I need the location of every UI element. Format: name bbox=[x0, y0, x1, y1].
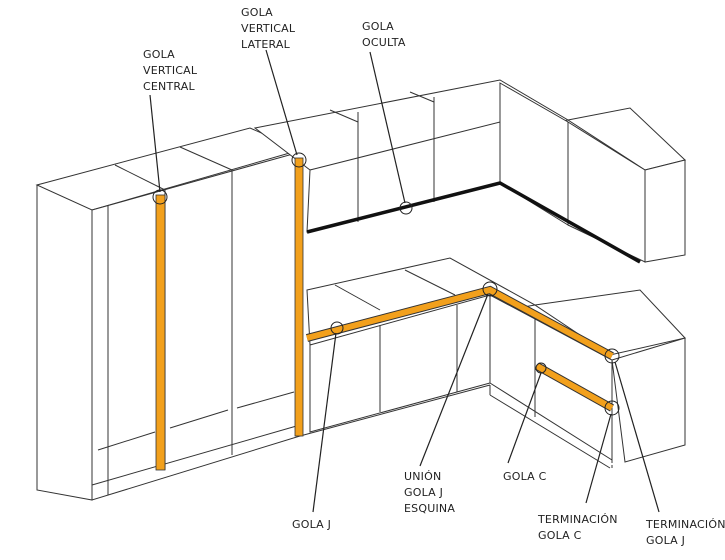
label-line: GOLA J bbox=[646, 534, 686, 547]
label-gola-vertical-central: GOLA VERTICAL CENTRAL bbox=[143, 47, 197, 95]
label-union-gola-j-esquina: UNIÓN GOLA J ESQUINA bbox=[404, 469, 455, 517]
callout-circles bbox=[152, 152, 620, 416]
label-line: TERMINACIÓN bbox=[646, 518, 725, 531]
label-gola-oculta: GOLA OCULTA bbox=[362, 19, 406, 51]
label-line: TERMINACIÓN bbox=[538, 513, 618, 526]
label-line: CENTRAL bbox=[143, 80, 195, 93]
gola-oculta-profile bbox=[306, 181, 641, 264]
label-line: VERTICAL bbox=[241, 22, 296, 35]
label-gola-c: GOLA C bbox=[503, 469, 546, 485]
cabinet-outlines bbox=[35, 79, 687, 501]
label-line: GOLA bbox=[143, 48, 175, 61]
label-line: GOLA J bbox=[404, 486, 444, 499]
label-line: OCULTA bbox=[362, 36, 406, 49]
label-line: GOLA C bbox=[503, 470, 547, 483]
leader-lines bbox=[149, 49, 660, 513]
gola-vertical-lateral bbox=[294, 157, 304, 437]
label-line: GOLA bbox=[362, 20, 394, 33]
label-line: VERTICAL bbox=[143, 64, 198, 77]
label-line: UNIÓN bbox=[404, 470, 442, 483]
label-line: GOLA C bbox=[538, 529, 582, 542]
label-gola-vertical-lateral: GOLA VERTICAL LATERAL bbox=[241, 5, 295, 53]
label-line: GOLA J bbox=[292, 518, 332, 531]
label-terminacion-gola-c: TERMINACIÓN GOLA C bbox=[538, 512, 618, 544]
label-line: LATERAL bbox=[241, 38, 290, 51]
label-gola-j: GOLA J bbox=[292, 517, 331, 533]
gola-vertical-central bbox=[155, 194, 166, 471]
label-line: ESQUINA bbox=[404, 502, 456, 515]
gola-profiles bbox=[155, 157, 614, 471]
gola-c bbox=[535, 363, 614, 411]
label-line: GOLA bbox=[241, 6, 273, 19]
gola-j bbox=[306, 286, 614, 359]
label-terminacion-gola-j: TERMINACIÓN GOLA J bbox=[646, 517, 725, 549]
